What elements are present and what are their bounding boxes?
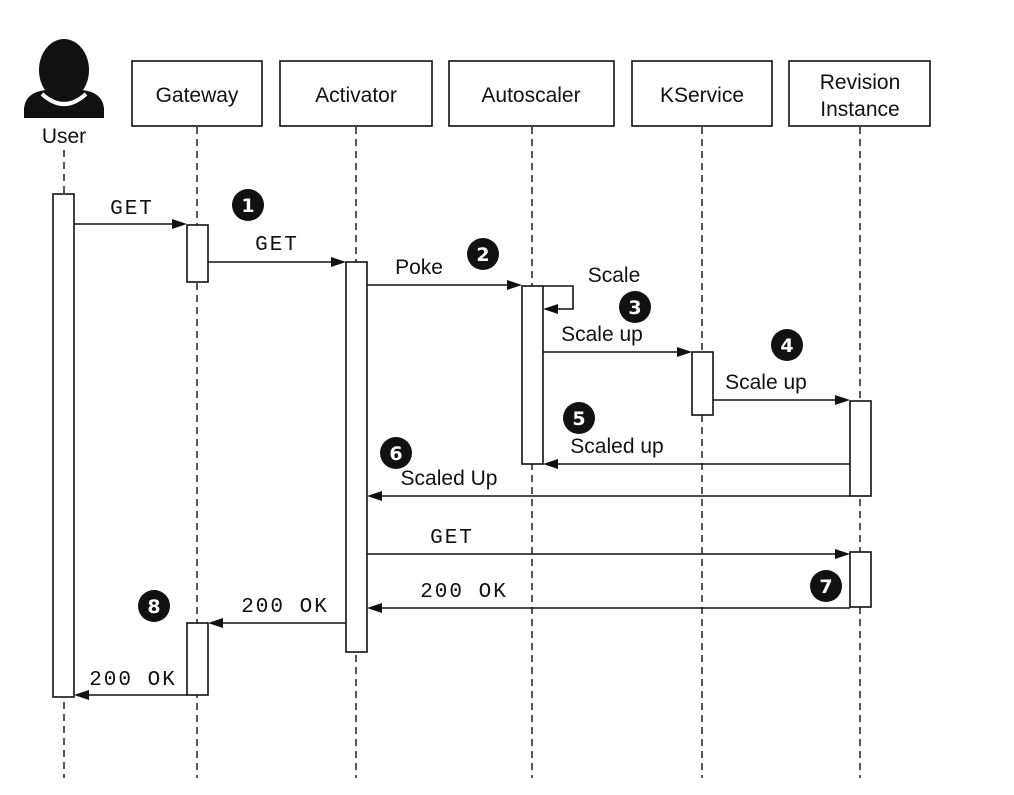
participant-label-line2: Instance <box>820 98 899 121</box>
message-label: GET <box>430 527 474 550</box>
message-label: GET <box>110 198 154 221</box>
step-badge-7: 7 <box>810 570 842 602</box>
activation-activator <box>345 261 368 653</box>
message-get-activator-revision: GET <box>367 527 850 559</box>
participant-label: User <box>42 125 86 148</box>
activation-revision-2 <box>849 551 872 608</box>
participant-activator: Activator <box>279 60 433 127</box>
activation-gateway-1 <box>186 224 209 283</box>
activation-user <box>52 193 75 698</box>
message-label: GET <box>255 234 299 257</box>
step-badge-6: 6 <box>380 437 412 469</box>
svg-text:4: 4 <box>780 335 793 357</box>
svg-text:3: 3 <box>628 297 641 319</box>
participant-label-line1: Revision <box>820 71 901 94</box>
svg-text:5: 5 <box>572 408 585 430</box>
message-200-activator-gateway: 200 OK <box>208 596 346 628</box>
message-scaled-up-autoscaler: Scaled up <box>543 435 850 469</box>
message-200-revision-activator: 200 OK <box>367 581 850 613</box>
message-label: 200 OK <box>241 596 329 619</box>
svg-text:8: 8 <box>147 596 160 618</box>
message-label: 200 OK <box>420 581 508 604</box>
step-badge-2: 2 <box>467 238 499 270</box>
participant-kservice: KService <box>631 60 773 127</box>
participant-label: Activator <box>315 84 397 107</box>
message-scale-up-revision: Scale up <box>713 371 850 405</box>
message-label: Scaled up <box>570 435 663 458</box>
person-silhouette-icon <box>24 39 104 118</box>
participant-gateway: Gateway <box>131 60 263 127</box>
activation-autoscaler <box>521 285 544 465</box>
svg-text:1: 1 <box>241 195 254 217</box>
message-label: Scale <box>588 264 641 287</box>
message-scaled-up-activator: Scaled Up <box>367 467 850 501</box>
message-scale-up-kservice: Scale up <box>543 323 692 357</box>
activations <box>52 193 872 698</box>
svg-text:7: 7 <box>819 576 832 598</box>
svg-text:2: 2 <box>476 244 489 266</box>
activation-gateway-2 <box>186 622 209 696</box>
activation-kservice <box>691 351 714 416</box>
step-badge-8: 8 <box>138 590 170 622</box>
participant-revision-instance: Revision Instance <box>788 60 931 127</box>
message-label: Scale up <box>725 371 807 394</box>
participant-label: Gateway <box>156 84 239 107</box>
message-label: Scaled Up <box>401 467 498 490</box>
step-badge-4: 4 <box>771 329 803 361</box>
svg-text:6: 6 <box>389 443 402 465</box>
message-scale-self: Scale <box>543 264 640 314</box>
message-get-gateway-activator: GET <box>208 234 346 267</box>
message-get-user-gateway: GET <box>74 198 187 229</box>
message-poke: Poke <box>367 256 522 290</box>
message-label: Poke <box>395 256 443 279</box>
message-200-gateway-user: 200 OK <box>74 669 187 700</box>
activation-revision-1 <box>849 400 872 497</box>
participant-autoscaler: Autoscaler <box>448 60 615 127</box>
participant-label: Autoscaler <box>481 84 580 107</box>
participant-label: KService <box>660 84 744 107</box>
participant-user: User <box>24 39 104 148</box>
message-label: 200 OK <box>89 669 177 692</box>
step-badge-1: 1 <box>232 189 264 221</box>
message-label: Scale up <box>561 323 643 346</box>
step-badge-3: 3 <box>619 291 651 323</box>
step-badge-5: 5 <box>563 402 595 434</box>
